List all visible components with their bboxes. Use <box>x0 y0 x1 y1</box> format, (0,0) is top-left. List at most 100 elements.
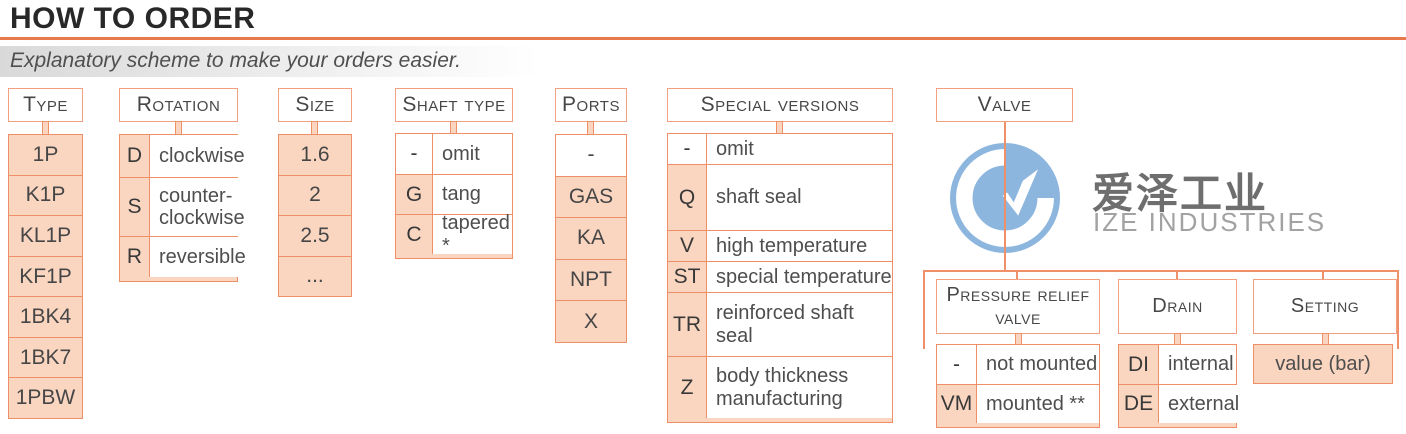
table-row: ST special temperature <box>668 261 892 292</box>
ports-code: - <box>556 135 626 176</box>
rotation-label: clockwise <box>150 135 245 177</box>
table-row: TR reinforced shaft seal <box>668 292 892 356</box>
rotation-table: D clockwise S counter-clockwise R revers… <box>119 134 246 282</box>
prv-code: - <box>937 345 977 384</box>
type-code: 1P <box>32 142 59 166</box>
ports-code: GAS <box>556 175 626 218</box>
setting-value: value (bar) <box>1253 344 1393 384</box>
table-row: - omit <box>668 134 892 164</box>
type-header: Type <box>8 88 83 122</box>
table-row: VM mounted ** <box>937 384 1099 423</box>
special-code: Q <box>668 165 707 230</box>
pressure-relief-valve-table: - not mounted VM mounted ** <box>936 344 1100 428</box>
size-code-list: 1.6 2 2.5 ... <box>278 134 352 297</box>
page-title: HOW TO ORDER <box>10 2 256 35</box>
drain-code: DI <box>1119 345 1159 384</box>
size-connector <box>311 121 318 135</box>
special-label: special temperature <box>707 262 892 292</box>
special-code: Z <box>668 357 707 418</box>
table-row: Q shaft seal <box>668 164 892 230</box>
special-code: V <box>668 231 707 261</box>
title-underline <box>0 37 1406 40</box>
special-code: TR <box>668 293 707 356</box>
table-row: - not mounted <box>937 345 1099 384</box>
type-code: 1BK7 <box>9 336 82 378</box>
ports-connector <box>587 121 594 135</box>
ports-code-list: - GAS KA NPT X <box>555 134 627 343</box>
special-label: body thickness manufacturing <box>707 357 892 418</box>
valve-rail-left-drop <box>923 270 925 349</box>
size-code: 2 <box>279 174 351 216</box>
drain-code: DE <box>1119 385 1159 423</box>
size-code: 1.6 <box>300 142 330 166</box>
drain-table: DI internal DE external <box>1118 344 1240 428</box>
setting-header: Setting <box>1253 279 1397 334</box>
watermark-english: IZE INDUSTRIES <box>1093 207 1327 237</box>
table-row: Z body thickness manufacturing <box>668 356 892 418</box>
special-code: ST <box>668 262 707 292</box>
special-versions-table: - omit Q shaft seal V high temperature S… <box>667 133 893 423</box>
prv-rail-tick <box>1016 271 1018 280</box>
rotation-label: counter-clockwise <box>150 178 245 236</box>
shaft-label: tapered * <box>433 212 512 257</box>
type-code: 1PBW <box>9 377 82 418</box>
valve-header: Valve <box>936 88 1073 122</box>
size-header: Size <box>278 88 352 122</box>
table-row: G tang <box>396 174 512 214</box>
type-code-list: 1P K1P KL1P KF1P 1BK4 1BK7 1PBW <box>8 134 83 419</box>
table-row: S counter-clockwise <box>120 177 245 236</box>
rotation-code: S <box>120 178 150 236</box>
shaft-code: - <box>396 134 433 174</box>
valve-rail-line <box>923 270 1399 272</box>
setting-rail-tick <box>1322 271 1324 280</box>
valve-stem-line <box>1004 122 1006 271</box>
rotation-label: reversible <box>150 237 246 277</box>
type-code: 1BK4 <box>9 296 82 337</box>
drain-label: internal <box>1159 345 1236 384</box>
table-row: DI internal <box>1119 345 1236 384</box>
prv-label: not mounted <box>977 345 1099 384</box>
size-code: 2.5 <box>279 215 351 256</box>
shaft-label: omit <box>433 134 512 174</box>
drain-label: external <box>1159 385 1240 423</box>
rotation-code: R <box>120 237 150 277</box>
subtitle-background <box>0 46 540 77</box>
shaft-type-table: - omit G tang C tapered * <box>395 133 513 259</box>
special-label: reinforced shaft seal <box>707 293 892 356</box>
table-row: D clockwise <box>120 135 245 177</box>
rotation-connector <box>175 121 182 135</box>
type-code: KF1P <box>9 255 82 297</box>
page-subtitle: Explanatory scheme to make your orders e… <box>10 49 461 72</box>
shaft-label: tang <box>433 175 512 214</box>
type-code: K1P <box>9 174 82 216</box>
drain-header: Drain <box>1118 279 1237 334</box>
table-row: R reversible <box>120 236 246 277</box>
special-code: - <box>668 134 707 164</box>
special-versions-header: Special versions <box>667 88 893 122</box>
table-row: - omit <box>396 134 512 174</box>
type-connector <box>42 121 49 135</box>
type-code: KL1P <box>9 215 82 256</box>
ports-header: Ports <box>555 88 627 122</box>
special-label: omit <box>707 134 892 164</box>
drain-rail-tick <box>1176 271 1178 280</box>
valve-rail-right-drop <box>1397 270 1399 349</box>
rotation-code: D <box>120 135 150 177</box>
ports-code: KA <box>556 217 626 259</box>
shaft-type-header: Shaft type <box>395 88 513 122</box>
pressure-relief-valve-header: Pressure relief valve <box>936 279 1100 334</box>
table-row: DE external <box>1119 384 1240 423</box>
ports-code: X <box>556 300 626 342</box>
special-label: shaft seal <box>707 165 892 230</box>
prv-label: mounted ** <box>977 385 1099 423</box>
special-label: high temperature <box>707 231 892 261</box>
shaft-code: C <box>396 215 433 254</box>
rotation-header: Rotation <box>119 88 238 122</box>
table-row: V high temperature <box>668 230 892 261</box>
ports-code: NPT <box>556 258 626 301</box>
table-row: C tapered * <box>396 212 512 257</box>
shaft-code: G <box>396 175 433 214</box>
watermark-chinese: 爱泽工业 <box>1092 169 1269 218</box>
size-code: ... <box>279 255 351 297</box>
